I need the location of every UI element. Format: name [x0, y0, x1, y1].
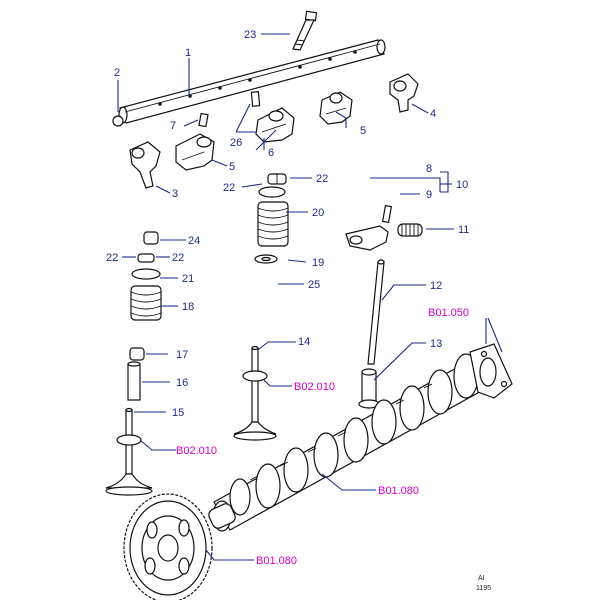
callout-1: 1 — [185, 47, 191, 59]
reference-camshaft: B01.080 — [378, 485, 419, 497]
rocker-bolt — [292, 10, 318, 51]
inlet-valve-15 — [105, 407, 153, 496]
rocker-arm-assembly — [345, 204, 423, 251]
callout-13: 13 — [430, 338, 442, 350]
spring-cap-20 — [258, 186, 286, 198]
callout-19: 19 — [312, 257, 324, 269]
rocker-support-5a — [175, 133, 215, 171]
callout-14: 14 — [298, 336, 310, 348]
callout-8: 8 — [426, 163, 432, 175]
rocker-support-6 — [255, 107, 295, 143]
callout-25: 25 — [308, 279, 320, 291]
reference-exhaust-valve: B02.010 — [294, 381, 335, 393]
leader-lines — [117, 33, 503, 561]
callout-15: 15 — [172, 407, 184, 419]
valve-retainer-22-left — [137, 253, 155, 263]
callout-20: 20 — [312, 207, 324, 219]
callout-2: 2 — [114, 67, 120, 79]
rocker-arm-3 — [129, 141, 161, 189]
valve-spring-19 — [257, 201, 289, 247]
callout-12: 12 — [430, 280, 442, 292]
callout-5b: 5 — [360, 125, 366, 137]
rocker-arm-4 — [389, 73, 419, 113]
callout-10: 10 — [456, 179, 468, 191]
callout-11: 11 — [458, 224, 469, 236]
callout-24: 24 — [188, 235, 200, 247]
stamp-line-1: AI — [478, 575, 485, 582]
timing-gear — [123, 493, 236, 600]
callout-21: 21 — [182, 273, 194, 285]
callout-6: 6 — [268, 147, 274, 159]
callout-17: 17 — [176, 349, 188, 361]
camshaft — [212, 353, 495, 532]
reference-camshaft-plate: B01.050 — [428, 307, 469, 319]
adjusting-screw-26 — [250, 91, 261, 107]
callout-22a: 22 — [223, 182, 235, 194]
spring-seat-25-hole — [261, 256, 271, 262]
callout-labels: 1 2 3 4 5 5 6 7 8 9 10 11 12 13 14 15 16… — [106, 29, 469, 419]
callout-16: 16 — [176, 377, 188, 389]
reference-timing-gear: B01.080 — [256, 555, 297, 567]
stamp-line-2: 1195 — [476, 585, 491, 592]
callout-3: 3 — [172, 188, 178, 200]
camshaft-thrust-plate — [469, 343, 513, 399]
rocker-support-5b — [319, 91, 353, 125]
callout-22b: 22 — [316, 173, 328, 185]
adjusting-screw-7 — [198, 112, 209, 128]
spring-cap-21 — [131, 268, 161, 280]
exhaust-valve-14 — [233, 345, 277, 441]
callout-7: 7 — [170, 120, 176, 132]
drawing-stamp: AI 1195 — [476, 575, 491, 592]
callout-5a: 5 — [229, 161, 235, 173]
push-rod — [367, 259, 385, 365]
valve-stem-seal-17 — [129, 347, 145, 361]
valve-guide-16 — [127, 361, 141, 401]
callout-23: 23 — [244, 29, 256, 41]
callout-18: 18 — [182, 301, 194, 313]
callout-9: 9 — [426, 189, 432, 201]
valve-retainer-22-top — [267, 173, 287, 185]
reference-inlet-valve: B02.010 — [176, 445, 217, 457]
shaft-plug — [112, 115, 124, 127]
reference-labels: B01.050 B02.010 B02.010 B01.080 B01.080 — [176, 307, 469, 567]
tappet — [358, 368, 380, 409]
callout-22d: 22 — [172, 252, 184, 264]
callout-4: 4 — [430, 108, 436, 120]
valve-seal-24 — [143, 231, 159, 245]
callout-26: 26 — [230, 137, 242, 149]
callout-22c: 22 — [106, 252, 118, 264]
valve-spring-18 — [130, 285, 162, 321]
